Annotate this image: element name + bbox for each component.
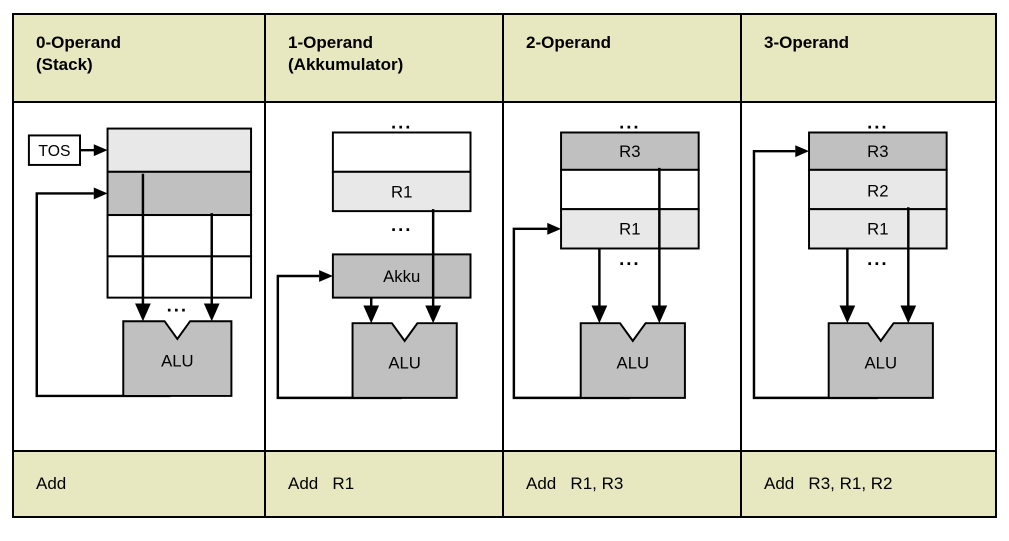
operand-arrow-b [651,305,668,324]
diagram-cell-three-operand: ... R3 R2 R1 ... [740,103,995,450]
regfile-ellipsis-bottom: ... [391,214,412,235]
header-label-zero-operand: 0-Operand (Stack) [36,33,122,75]
operand-arrow-a [839,305,856,324]
alu-label: ALU [388,353,421,372]
two-operand-machine-diagram: ... R3 R1 ... [512,112,700,400]
accumulator-label: Akku [383,267,420,286]
result-feedback-path [752,149,878,400]
stack-cell-3 [106,255,253,299]
regfile-ellipsis-top: ... [391,112,412,133]
header-label-two-operand: 2-Operand [526,33,612,52]
alu-shape [579,322,686,399]
result-feedback-arrow-head [319,270,333,282]
stack-ellipsis: ... [167,294,188,315]
register-cell-r1 [808,208,948,250]
alu-label: ALU [865,353,898,372]
instruction-cell-zero-operand: Add [14,452,264,516]
regfile-ellipsis-bottom: ... [867,248,888,269]
regfile-ellipsis-top: ... [619,112,640,133]
alu-label: ALU [161,351,194,370]
operand-arrow-a [135,303,151,322]
header-label-one-operand: 1-Operand (Akkumulator) [288,33,404,75]
register-cell-r2 [808,168,948,211]
stack-cell-2 [106,214,253,258]
instruction-cell-two-operand: Add R1, R3 [502,452,740,516]
diagram-cell-one-operand: ... R1 ... Akku [264,103,502,450]
three-operand-machine-diagram: ... R3 R2 R1 ... [752,112,948,400]
instruction-cell-one-operand: Add R1 [264,452,502,516]
regfile-ellipsis-top: ... [867,112,888,133]
accumulator-machine-diagram: ... R1 ... Akku [276,112,472,400]
operand-arrow-a [363,305,380,324]
register-cell-r1 [560,208,700,250]
diagram-cell-two-operand: ... R3 R1 ... [502,103,740,450]
operand-arrow-b [900,305,917,324]
alu-shape [351,322,458,399]
result-feedback-path [512,227,630,400]
register-cell-empty [331,131,472,173]
alu-shape [122,320,233,397]
table-footer-row: Add Add R1 Add R1, R3 Add R3, R1, R2 [14,450,995,516]
register-label-r2: R2 [867,181,888,200]
instruction-label-three-operand: Add R3, R1, R2 [764,474,893,493]
register-cell-r3 [808,131,948,171]
diagram-cell-zero-operand: TOS ... ALU [14,103,264,450]
result-feedback-arrow-head [547,222,562,235]
header-label-three-operand: 3-Operand [764,33,850,52]
header-cell-one-operand: 1-Operand (Akkumulator) [264,15,502,101]
instruction-label-zero-operand: Add [36,474,67,493]
header-cell-two-operand: 2-Operand [502,15,740,101]
result-feedback-path [276,274,402,400]
stack-cell-0 [106,127,253,173]
table-body-row: TOS ... ALU [14,103,995,450]
accumulator-box [331,253,472,299]
stack-machine-diagram: TOS ... ALU [27,127,253,398]
stack-cell-1 [106,170,253,217]
operand-arrow-a [591,305,608,324]
register-label-r3: R3 [619,142,640,161]
result-feedback-arrow-head [795,145,810,158]
register-label-r1: R1 [391,182,412,201]
table-header-row: 0-Operand (Stack) 1-Operand (Akkumulator… [14,15,995,103]
tos-pointer-label: TOS [38,143,70,160]
operand-comparison-table: 0-Operand (Stack) 1-Operand (Akkumulator… [12,13,997,518]
alu-shape [827,322,934,399]
result-feedback-arrow-head [93,187,108,200]
register-label-r1: R1 [619,220,640,239]
register-cell-empty [560,168,700,211]
tos-arrow-head [93,144,108,157]
operand-arrow-b [425,305,442,324]
register-label-r1: R1 [867,220,888,239]
header-cell-three-operand: 3-Operand [740,15,995,101]
result-feedback-path [35,192,171,398]
register-cell-r1 [331,170,472,213]
tos-pointer-box [27,134,82,166]
operand-arrow-b [203,303,220,322]
regfile-ellipsis-bottom: ... [619,248,640,269]
register-label-r3: R3 [867,142,888,161]
header-cell-zero-operand: 0-Operand (Stack) [14,15,264,101]
instruction-cell-three-operand: Add R3, R1, R2 [740,452,995,516]
alu-label: ALU [617,353,650,372]
instruction-label-two-operand: Add R1, R3 [526,474,624,493]
instruction-label-one-operand: Add R1 [288,474,355,493]
